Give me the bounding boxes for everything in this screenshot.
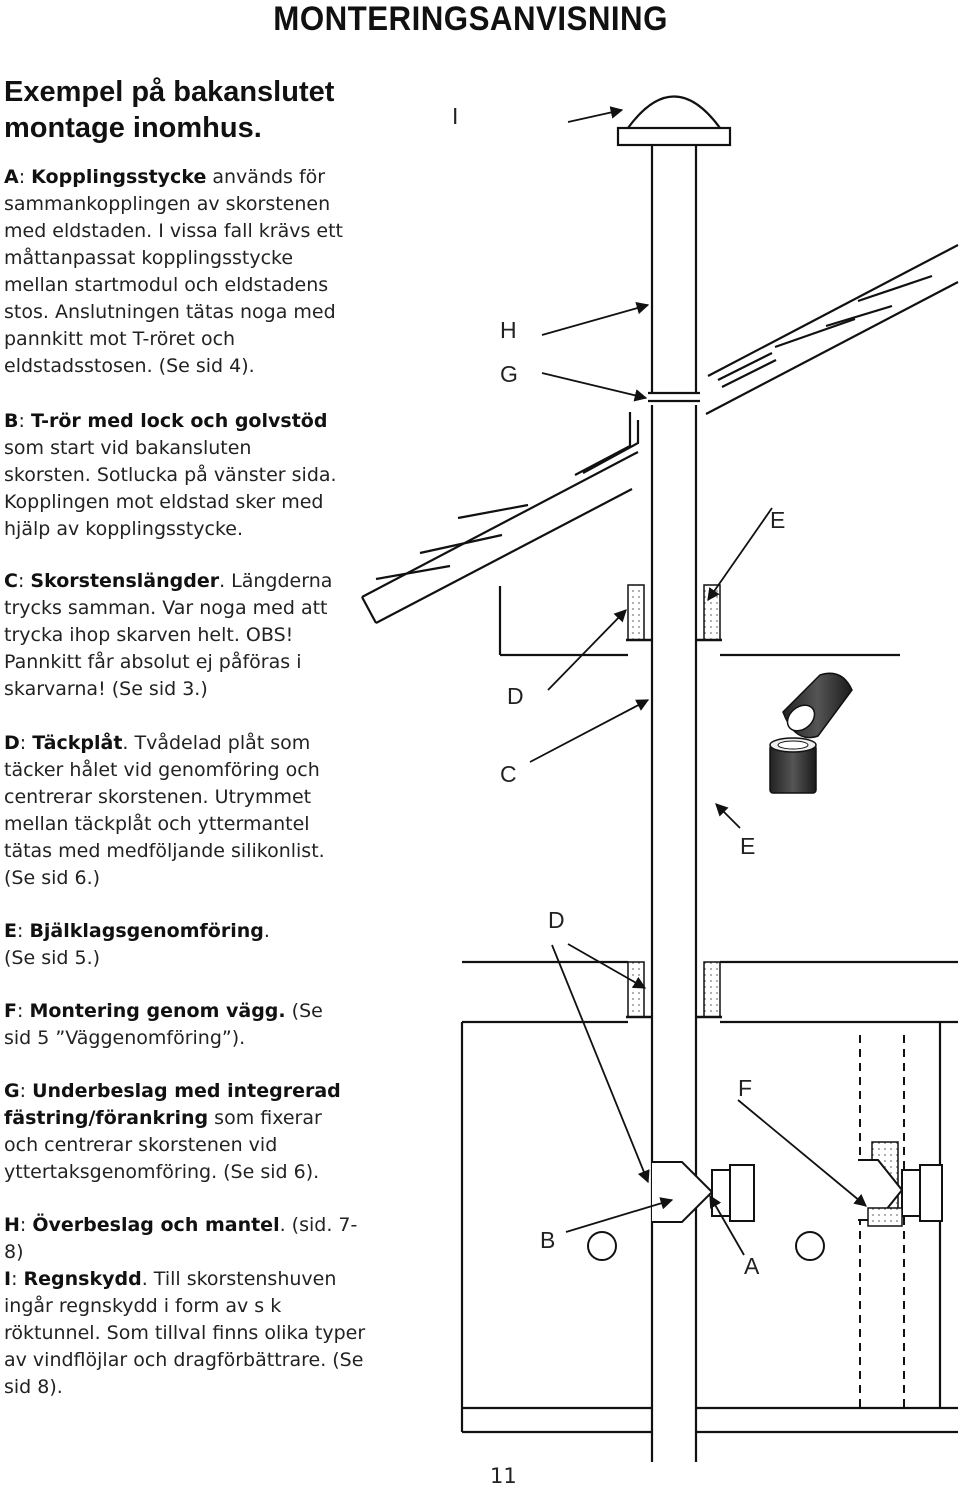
roof-right-upper	[707, 244, 959, 377]
section-letter: F	[4, 1000, 17, 1022]
section-f: F: Montering genom vägg. (Se sid 5 ”Vägg…	[4, 1000, 323, 1049]
chimney-section-pieces	[769, 672, 853, 794]
section-letter: B	[4, 410, 19, 432]
section-text: . (sid. 7-8)	[4, 1214, 358, 1263]
section-i: I: Regnskydd. Till skorstenshuven ingår …	[4, 1268, 366, 1398]
section-d: D: Täckplåt. Tvådelad plåt som täcker hå…	[4, 732, 325, 889]
page-header: MONTERINGSANVISNING	[273, 0, 668, 38]
section-heading: T-rör med lock och golvstöd	[30, 410, 328, 432]
section-heading: Regnskydd	[23, 1268, 142, 1290]
label-i: I	[452, 103, 458, 129]
wall-passthrough	[795, 1035, 943, 1408]
intro-title: Exempel på bakanslutet montage inomhus.	[4, 76, 335, 144]
section-text: . (Se sid 5.)	[4, 920, 270, 969]
roof-left-lower	[375, 488, 633, 624]
section-letter: G	[4, 1080, 20, 1102]
section-heading: Skorstenslängder	[30, 570, 220, 592]
callout-arrows	[529, 106, 867, 1256]
section-a: A: Kopplingsstycke används för sammankop…	[4, 166, 343, 377]
section-letter: D	[4, 732, 20, 754]
diagram-lines	[361, 95, 959, 1462]
label-e-upper: E	[770, 507, 785, 533]
section-text: som start vid bakansluten skorsten. Sotl…	[4, 437, 337, 540]
joist-passthrough-lower	[626, 961, 722, 1019]
section-e: E: Bjälklagsgenomföring. (Se sid 5.)	[4, 920, 270, 969]
section-c: C: Skorstenslängder. Längderna trycks sa…	[4, 570, 333, 700]
section-letter: I	[4, 1268, 12, 1290]
roof-right-lower	[705, 281, 959, 415]
section-heading: Bjälklagsgenomföring	[29, 920, 264, 942]
section-text: används för sammankopplingen av skorsten…	[4, 166, 343, 377]
section-letter: A	[4, 166, 19, 188]
section-text: . Tvådelad plåt som täcker hålet vid gen…	[4, 732, 325, 889]
section-b: B: T-rör med lock och golvstöd som start…	[4, 410, 337, 540]
section-g: G: Underbeslag med integrerad fästring/f…	[4, 1080, 341, 1183]
label-e-lower: E	[740, 833, 755, 859]
section-letter: H	[4, 1214, 20, 1236]
page-number: 11	[490, 1464, 517, 1488]
section-heading: Montering genom vägg.	[29, 1000, 286, 1022]
section-text: . Längderna trycks samman. Var noga med …	[4, 570, 333, 700]
t-pipe-assembly	[587, 1161, 755, 1261]
label-d-upper: D	[507, 683, 524, 709]
label-c: C	[500, 761, 517, 787]
section-letter: E	[4, 920, 17, 942]
section-text: som fixerar och centrerar skorstenen vid…	[4, 1107, 322, 1183]
label-f: F	[738, 1075, 752, 1101]
label-a: A	[744, 1253, 760, 1279]
label-b: B	[540, 1227, 555, 1253]
label-g: G	[500, 361, 518, 387]
section-h: H: Överbeslag och mantel. (sid. 7-8)	[4, 1214, 358, 1263]
section-letter: C	[4, 570, 18, 592]
section-text: . Till skorstenshuven ingår regnskydd i …	[4, 1268, 366, 1398]
section-heading: Underbeslag med integrerad fästring/föra…	[4, 1080, 341, 1129]
section-heading: Täckplåt	[32, 732, 123, 754]
joist-passthrough-upper	[626, 584, 722, 642]
rain-cap	[627, 95, 721, 129]
section-heading: Överbeslag och mantel	[32, 1214, 280, 1236]
label-d-lower: D	[548, 907, 565, 933]
label-h: H	[500, 317, 517, 343]
section-text: (Se sid 5 ”Väggenomföring”).	[4, 1000, 323, 1049]
section-heading: Kopplingsstycke	[31, 166, 207, 188]
